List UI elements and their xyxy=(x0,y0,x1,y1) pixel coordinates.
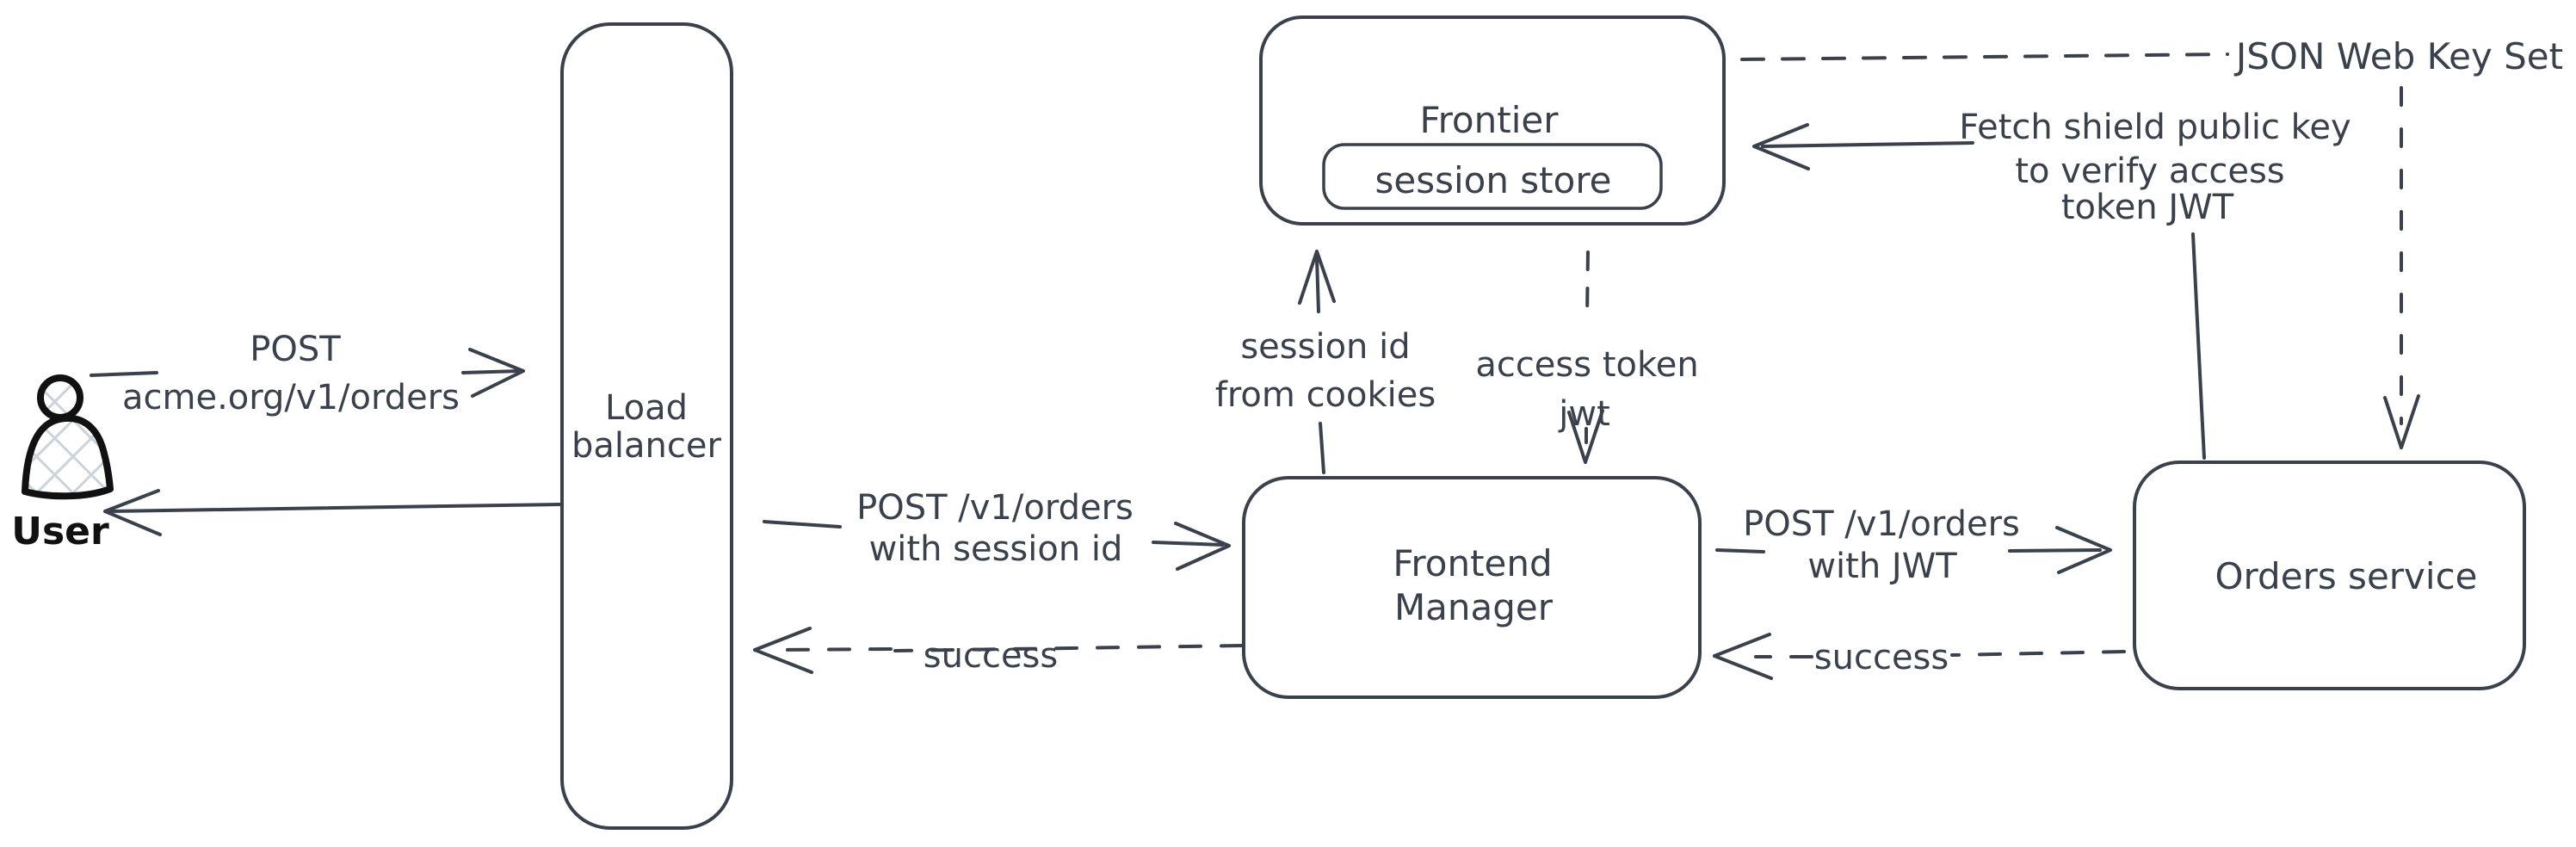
edge-fm-to-frontier-label-line1: session id xyxy=(1240,327,1410,367)
arrow-jwks-to-orders-head xyxy=(2383,394,2420,449)
arrow-frontier-to-fm-dash-top xyxy=(1585,250,1590,318)
session-store-box xyxy=(1322,143,1663,210)
edge-fm-to-orders-label-line2: with JWT xyxy=(1807,547,1957,586)
arrow-orders-service-to-frontier xyxy=(1752,123,2206,460)
arrow-load-balancer-to-user-head xyxy=(103,489,162,536)
person-icon-head xyxy=(37,374,83,421)
arrow-lb-to-fm-start xyxy=(763,520,842,529)
edge-fm-to-lb-success-label: success xyxy=(924,636,1058,676)
arrow-lb-to-fm-head xyxy=(1174,522,1231,571)
user-label: User xyxy=(11,510,109,553)
edge-orders-to-frontier-label-line2: to verify access xyxy=(2015,151,2284,191)
arrow-orders-to-frontier-line xyxy=(1761,141,1974,148)
arrow-fm-to-frontier-end xyxy=(1315,257,1320,313)
arrow-jwks-to-orders-service xyxy=(2383,86,2420,449)
arrow-orders-to-fm-head xyxy=(1713,633,1773,680)
edge-orders-to-fm-success-label: success xyxy=(1814,638,1949,677)
arrow-fm-to-orders-end xyxy=(2008,548,2102,553)
frontend-manager-box xyxy=(1242,476,1702,699)
orders-service-box xyxy=(2133,461,2526,690)
arrow-lb-to-fm-end xyxy=(1152,541,1224,547)
arrow-orders-to-frontier-head xyxy=(1752,123,1810,170)
load-balancer-box xyxy=(560,22,733,830)
jwks-label: JSON Web Key Set xyxy=(2233,35,2563,77)
arrow-user-to-load-balancer-head xyxy=(468,348,525,398)
arrow-user-to-load-balancer xyxy=(90,348,525,398)
edge-user-to-lb-label-line1: POST xyxy=(250,330,341,369)
person-icon-body xyxy=(22,414,114,500)
frontend-manager-label-line1: Frontend xyxy=(1393,542,1552,584)
person-icon xyxy=(22,374,114,500)
orders-service-label: Orders service xyxy=(2215,555,2477,597)
arrow-frontend-manager-to-frontier xyxy=(1298,250,1336,474)
arrow-frontier-to-frontend-manager xyxy=(1567,250,1604,464)
edge-user-to-lb-label-line2: acme.org/v1/orders xyxy=(122,378,460,417)
edge-orders-to-frontier-label-line3: token JWT xyxy=(2061,188,2234,227)
frontend-manager-label-line2: Manager xyxy=(1394,586,1554,628)
arrow-fm-to-lb-dash-left xyxy=(777,647,893,652)
arrow-orders-service-to-frontend-manager-success xyxy=(1713,633,2126,680)
arrow-fm-to-frontier-head xyxy=(1298,250,1336,305)
edge-fm-to-orders-label-line1: POST /v1/orders xyxy=(1743,504,2020,544)
arrow-load-balancer-to-user xyxy=(103,489,561,536)
session-store-label: session store xyxy=(1374,159,1611,201)
arrow-orders-to-frontier-curve xyxy=(2191,232,2206,460)
arrow-fm-to-orders-head xyxy=(2055,526,2112,574)
arrow-frontend-manager-to-orders-service xyxy=(1715,526,2112,574)
arrow-orders-to-fm-dash-right xyxy=(1950,650,2126,657)
edge-frontier-to-fm-label-line1: access token xyxy=(1475,345,1698,385)
frontier-label: Frontier xyxy=(1419,99,1559,141)
edge-lb-to-fm-label-line1: POST /v1/orders xyxy=(856,488,1134,528)
arrow-user-to-load-balancer-start xyxy=(90,371,158,377)
arrow-load-balancer-to-user-line xyxy=(108,503,561,513)
arrow-user-to-load-balancer-end xyxy=(461,369,522,374)
arrow-fm-to-lb-head xyxy=(753,627,813,674)
edge-frontier-to-fm-label-line2: jwt xyxy=(1558,394,1610,434)
arrow-load-balancer-to-frontend-manager xyxy=(763,520,1231,571)
edge-orders-to-frontier-label-line1: Fetch shield public key xyxy=(1959,108,2351,147)
arrow-frontier-to-fm-head xyxy=(1567,409,1604,464)
line-frontier-to-jwks xyxy=(1740,53,2229,61)
load-balancer-label-line1: Load xyxy=(605,388,688,428)
arrow-fm-to-orders-start xyxy=(1715,548,1765,553)
edge-lb-to-fm-label-line2: with session id xyxy=(869,529,1123,569)
arrow-frontend-manager-to-load-balancer-success xyxy=(753,627,1244,674)
edge-fm-to-frontier-label-line2: from cookies xyxy=(1215,375,1436,415)
load-balancer-label-line2: balancer xyxy=(571,426,721,466)
arrow-fm-to-lb-dash-right xyxy=(893,644,1244,652)
arrow-fm-to-frontier-start xyxy=(1319,422,1325,474)
